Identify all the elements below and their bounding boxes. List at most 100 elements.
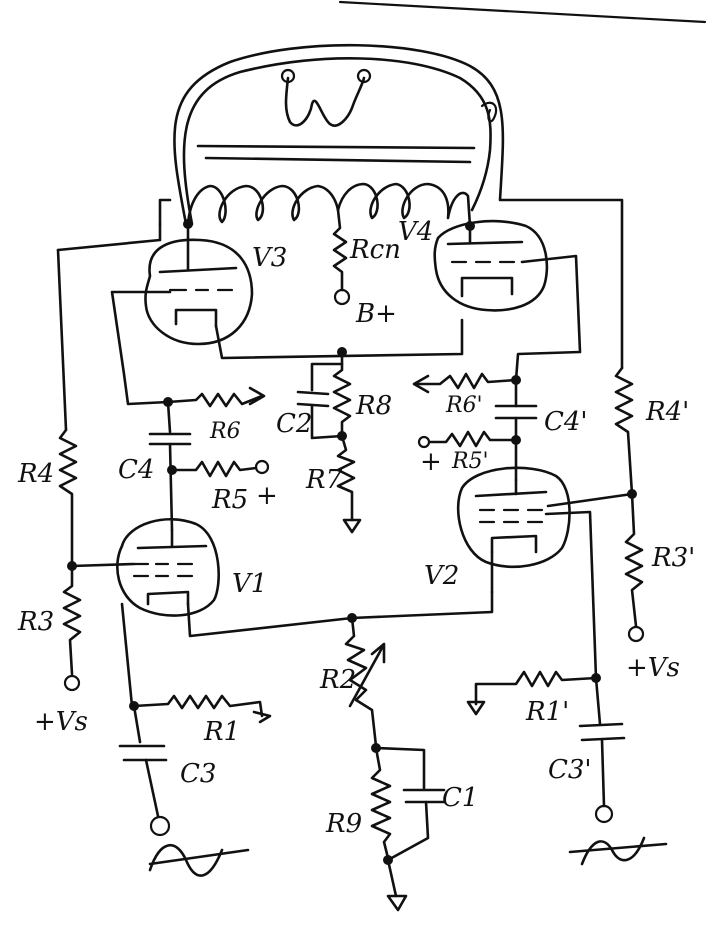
v1-label: V1 (232, 569, 267, 599)
left-rail (56, 248, 68, 432)
c3p-label: C3' (548, 755, 592, 785)
v2-cathode (490, 534, 538, 554)
left-vs-terminal (63, 674, 81, 692)
r6p-resistor (414, 372, 518, 390)
c4-bottom-lead (168, 442, 174, 532)
c4p-label: C4' (544, 407, 588, 437)
r2-resistor (344, 616, 378, 748)
right-coupling: R6' C4' R5' + (412, 372, 588, 482)
tail-ground (386, 894, 408, 912)
r7-ground (342, 518, 362, 534)
r5p-resistor (428, 430, 518, 448)
left-supply: R4 R3 +Vs (17, 222, 162, 737)
v2-grid-lead (544, 510, 598, 680)
tube-v1: V1 (70, 518, 494, 708)
input-axis-right (568, 842, 668, 854)
v3-cathode (174, 308, 218, 328)
vs-right-label: +Vs (626, 653, 680, 683)
secondary-winding (284, 76, 366, 127)
feedback-loop-outer (173, 43, 624, 370)
cathode-bias: R8 C2 R7 (276, 347, 392, 534)
r1p-ground (466, 700, 486, 716)
v1-grid-lead (120, 602, 134, 708)
input-terminal-left (149, 815, 171, 837)
v4-cathode (460, 276, 514, 298)
wire-twist (480, 101, 498, 123)
r3p-label: R3' (651, 543, 695, 573)
c3-label: C3 (180, 759, 216, 789)
r4-label: R4 (17, 459, 54, 489)
bplus-label: B+ (355, 299, 397, 329)
c4-label: C4 (118, 455, 154, 485)
tube-v4: V4 (398, 217, 582, 382)
c3-top-lead (132, 704, 142, 744)
v2-envelope (456, 466, 571, 569)
c2-label: C2 (276, 409, 312, 439)
tube-v2: V2 (424, 466, 634, 680)
c3p-bottom-lead (600, 738, 606, 808)
rcn-label: Rcn (349, 235, 401, 265)
r3p-resistor (624, 492, 644, 628)
r7-resistor (336, 434, 356, 522)
c3p-top-lead (594, 676, 602, 726)
c2-bottom-wire (310, 404, 344, 440)
v4-grid-lead (514, 254, 582, 382)
v3-grid-lead (110, 290, 172, 406)
c3-bottom-lead (144, 758, 160, 818)
v3-label: V3 (252, 243, 287, 273)
c3p-plate-top (578, 722, 624, 728)
right-supply: R4' R3' +Vs (614, 366, 695, 683)
secondary-terminal-right (356, 68, 372, 84)
r4p-resistor (614, 366, 634, 496)
v1-envelope (116, 518, 220, 617)
c2-plate-top (296, 390, 330, 396)
r6-arrow (248, 386, 266, 406)
plus-left-label: + (256, 481, 278, 511)
v2-plate (474, 490, 548, 498)
vs-left-label: +Vs (34, 707, 88, 737)
r8-resistor (332, 350, 352, 436)
r1p-label: R1' (525, 697, 569, 727)
v1-screen-lead (70, 562, 136, 568)
r1-resistor (132, 694, 264, 718)
r5-label: R5 (211, 485, 248, 515)
r1-label: R1 (203, 717, 240, 747)
primary-winding-right (336, 182, 472, 228)
r6-resistor (166, 392, 264, 408)
v4-envelope (433, 219, 549, 312)
edge-line (338, 0, 707, 24)
c1-top-wire (374, 746, 426, 790)
v2-label: V2 (424, 561, 459, 591)
c1-label: C1 (442, 783, 478, 813)
r4-resistor (58, 428, 78, 568)
c1-bottom-wire (386, 800, 430, 862)
bplus-terminal (333, 288, 351, 306)
r2-wiper (348, 646, 384, 708)
r8-label: R8 (355, 391, 392, 421)
left-top-wire (56, 222, 162, 252)
secondary-terminal-left (280, 68, 296, 84)
c4-top-lead (166, 400, 172, 434)
core-line-top (196, 144, 476, 150)
c2-plate-bottom (296, 402, 330, 408)
v3-envelope (144, 238, 254, 346)
primary-winding-left (186, 184, 340, 226)
r5-resistor (170, 460, 258, 478)
r4p-label: R4' (645, 397, 689, 427)
input-axis-left (148, 848, 250, 866)
r3-label: R3 (17, 607, 54, 637)
center-tap: Rcn B+ (332, 208, 401, 329)
tail-network: R2 R9 C1 (319, 616, 478, 912)
r1p-resistor (474, 670, 598, 706)
c3p-plate-bottom (580, 736, 626, 742)
v4-plate (446, 240, 524, 246)
right-input: R1' C3' (466, 670, 668, 866)
core-line-bottom (204, 156, 472, 164)
input-sine-left (148, 843, 224, 877)
r7-label: R7 (305, 465, 343, 495)
r9-resistor (370, 746, 392, 860)
v4-label: V4 (398, 217, 433, 247)
left-input: R1 C3 (118, 694, 272, 877)
tail-ground-lead (386, 858, 398, 898)
